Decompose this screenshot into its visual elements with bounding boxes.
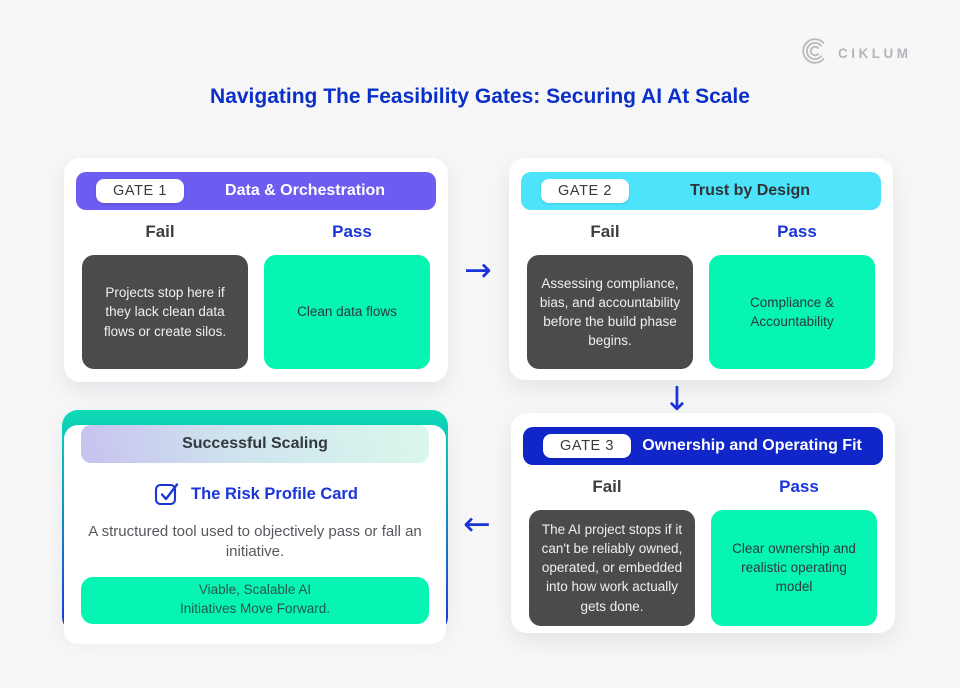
brand-logo: CIKLUM xyxy=(800,36,912,71)
gate-2-header: GATE 2 Trust by Design xyxy=(521,172,881,210)
outcome-banner: Viable, Scalable AI Initiatives Move For… xyxy=(81,576,429,624)
outcome-line-2: Initiatives Move Forward. xyxy=(179,601,331,616)
gate-1-header: GATE 1 Data & Orchestration xyxy=(76,172,436,210)
gate-2-fail-label: Fail xyxy=(590,222,620,241)
risk-profile-card-title: The Risk Profile Card xyxy=(191,485,358,503)
gate-1-name: Data & Orchestration xyxy=(225,182,386,199)
gate-3-pass-label: Pass xyxy=(779,477,819,496)
arrow-right-icon: → xyxy=(464,249,492,289)
ciklum-logo-icon xyxy=(800,36,830,71)
gate-3-name: Ownership and Operating Fit xyxy=(642,437,862,454)
gate-1-fail-box: Projects stop here if they lack clean da… xyxy=(82,255,248,369)
gate-2-card: GATE 2 Trust by Design Fail Pass Assessi… xyxy=(509,158,893,380)
gate-3-fail-box: The AI project stops if it can't be reli… xyxy=(529,510,695,626)
gate-3-header: GATE 3 Ownership and Operating Fit xyxy=(523,427,883,465)
success-card: Successful Scaling The Risk Profile Card… xyxy=(62,410,448,644)
gate-2-badge: GATE 2 xyxy=(541,179,630,203)
gate-3-badge: GATE 3 xyxy=(543,434,632,458)
gate-2-pass-label: Pass xyxy=(777,222,817,241)
checkbox-check-icon xyxy=(152,478,180,511)
gate-1-pass-label: Pass xyxy=(332,222,372,241)
brand-wordmark: CIKLUM xyxy=(838,46,912,61)
arrow-down-icon: ↓ xyxy=(663,378,691,418)
gate-1-pass-box: Clean data flows xyxy=(264,255,430,369)
success-header: Successful Scaling xyxy=(81,425,429,463)
gate-3-fail-label: Fail xyxy=(592,477,622,496)
gate-2-pass-box: Compliance & Accountability xyxy=(709,255,875,369)
gate-1-card: GATE 1 Data & Orchestration Fail Pass Pr… xyxy=(64,158,448,382)
gate-3-pass-box: Clear ownership and realistic operating … xyxy=(711,510,877,626)
gate-1-fail-label: Fail xyxy=(145,222,175,241)
gate-2-name: Trust by Design xyxy=(690,182,811,199)
page-title: Navigating The Feasibility Gates: Securi… xyxy=(210,85,750,108)
arrow-left-icon: ← xyxy=(463,503,491,543)
gate-3-card: GATE 3 Ownership and Operating Fit Fail … xyxy=(511,413,895,633)
success-description: A structured tool used to objectively pa… xyxy=(88,523,422,561)
outcome-line-1: Viable, Scalable AI xyxy=(198,582,312,598)
gate-2-fail-box: Assessing compliance, bias, and accounta… xyxy=(527,255,693,369)
gate-1-badge: GATE 1 xyxy=(96,179,185,203)
